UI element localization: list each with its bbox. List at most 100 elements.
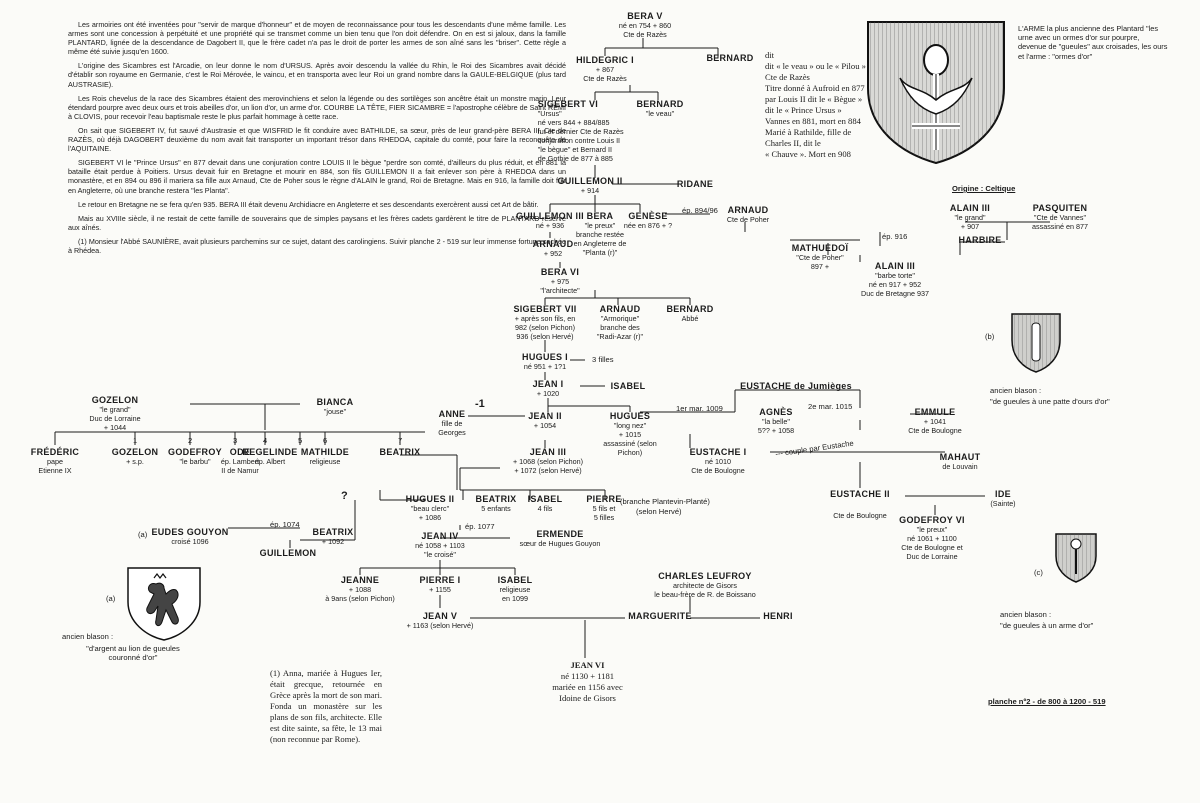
blazon-a-label: (a) [106, 594, 116, 603]
branch-plantevin-note: (branche Plantevin-Planté) [620, 497, 710, 506]
intro-paragraph: On sait que SIGEBERT IV, fut sauvé d'Aus… [68, 125, 566, 154]
lion-shield-icon [127, 567, 201, 641]
person-beatrix-right: BEATRIX [379, 447, 421, 457]
person-arnaud-lower: ARNAUD "Armorique" branche des "Radi-Aza… [596, 304, 644, 342]
person-pierre-mid: PIERRE 5 fils et 5 filles [586, 494, 622, 523]
three-daughters: 3 filles [592, 355, 614, 364]
child-num-4: 4 [263, 436, 268, 445]
child-num-5: 5 [298, 436, 303, 445]
footnote-marker: -1 [475, 398, 485, 410]
person-anne: ANNE fille de Georges [438, 409, 466, 438]
intro-paragraph: Les Rois chevelus de la race des Sicambr… [68, 93, 566, 121]
person-pierre-i: PIERRE I + 1155 [419, 575, 461, 595]
sword-shield-icon [1055, 533, 1097, 583]
person-eudes-gouyon: EUDES GOUYON croisé 1096 [151, 527, 229, 547]
person-bera-vi: BERA VI + 975 "l'architecte" [540, 267, 580, 296]
person-charles-leufroy: CHARLES LEUFROY architecte de Gisors le … [654, 571, 756, 600]
intro-paragraph: SIGEBERT VI le "Prince Ursus" en 877 dev… [68, 158, 566, 195]
person-harbire: HARBIRE [958, 235, 1002, 245]
marriage-1015: 2e mar. 1015 [808, 402, 853, 411]
blazon-b-label: (b) [985, 332, 995, 341]
blazon-b-caption: ancien blason : [990, 386, 1042, 395]
person-guillemon-ii: GUILLEMON II + 914 [557, 176, 623, 196]
person-beatrix-mid: BEATRIX 5 enfants [475, 494, 517, 514]
intro-paragraph: Mais au XVIIIe siècle, il ne restait de … [68, 213, 566, 232]
person-gozelon-junior: GOZELON + s.p. [111, 447, 159, 467]
blazon-a-motto: "d'argent au lion de gueules couronné d'… [86, 644, 180, 662]
person-godefroy-vi: GODEFROY VI "le preux" né 1061 + 1100 Ct… [899, 515, 965, 562]
person-godefroy-barbu: GODEFROY "le barbu" [168, 447, 222, 467]
person-hildegric: HILDEGRIC I + 867 Cte de Razès [576, 55, 634, 84]
plate-reference: planche nº2 - de 800 à 1200 - 519 [988, 697, 1106, 706]
person-mathilde: MATHILDE religieuse [300, 447, 350, 467]
bernard-description: dit dit « le veau » ou le « Pilou » Cte … [765, 50, 866, 159]
person-bera-preux: BERA "le preux" branche restée en Anglet… [573, 211, 627, 258]
plantard-arms-shield-icon [867, 21, 1005, 165]
blazon-a-ref: (a) [138, 530, 148, 539]
person-henri: HENRI [763, 611, 793, 621]
child-num-7: 7 [398, 436, 403, 445]
branch-herve-note: (selon Hervé) [636, 507, 682, 516]
person-eustache-jumieges: EUSTACHE de Jumièges [740, 381, 852, 391]
person-agnes: AGNÈS "la belle" 5?? + 1058 [757, 407, 795, 436]
marriage-916: ép. 916 [882, 232, 908, 241]
marriage-1074: ép. 1074 [270, 520, 300, 529]
person-isabel-low: ISABEL religieuse en 1099 [497, 575, 533, 604]
unknown-marker: ? [341, 490, 348, 502]
person-ermende: ERMENDE sœur de Hugues Gouyon [519, 529, 601, 549]
blazon-b-motto: "de gueules à une patte d'ours d'or" [990, 397, 1110, 406]
person-jean-i: JEAN I + 1020 [532, 379, 564, 399]
plantard-arms-description: L'ARME la plus ancienne des Plantard "le… [1018, 24, 1168, 61]
person-guillemon-iii: GUILLEMON III né + 936 [516, 211, 584, 231]
person-ide: IDE (Sainte) [990, 489, 1016, 509]
blazon-c-motto: "de gueules à un arme d'or" [1000, 621, 1094, 630]
blazon-a-caption: ancien blason : [62, 632, 114, 641]
person-bera-v: BERA V né en 754 + 860 Cte de Razès [618, 11, 672, 40]
person-emmule: EMMULE + 1041 Cte de Boulogne [908, 407, 962, 436]
person-sigebert-vi: SIGEBERT VI "Ursus" né vers 844 + 884/88… [537, 99, 624, 164]
intro-paragraph: Le retour en Bretagne ne se fera qu'en 9… [78, 199, 539, 209]
person-jean-iii: JEAN III + 1068 (selon Pichon) + 1072 (s… [512, 447, 584, 476]
person-ridane: RIDANE [676, 179, 714, 189]
blazon-c-caption: ancien blason : [1000, 610, 1052, 619]
intro-paragraph: (1) Monsieur l'Abbé SAUNIÈRE, avait plus… [68, 236, 566, 255]
person-alain-iii: ALAIN III "le grand" + 907 [949, 203, 991, 232]
person-bernard-top: BERNARD [706, 53, 754, 63]
person-bernard-mid: BERNARD "le veau" [636, 99, 684, 119]
person-hugues-ii: HUGUES II "beau clerc" + 1086 [405, 494, 455, 523]
person-mahaut: MAHAUT de Louvain [939, 452, 981, 472]
person-genese: GENÈSE née en 876 + ? [623, 211, 673, 231]
blazon-c-label: (c) [1034, 568, 1043, 577]
marriage-894: ép. 894/96 [682, 206, 718, 215]
person-bianca: BIANCA "jouse" [316, 397, 354, 417]
person-arnaud-952: ARNAUD + 952 [532, 239, 574, 259]
intro-text: Les armoiries ont été inventées pour "se… [68, 20, 566, 260]
child-num-3: 3 [233, 436, 238, 445]
person-jean-vi: JEAN VI né 1130 + 1181 mariée en 1156 av… [552, 660, 623, 703]
person-marguerite: MARGUERITE [628, 611, 692, 621]
marriage-1077: ép. 1077 [465, 522, 495, 531]
person-eustache-i: EUSTACHE I né 1010 Cte de Boulogne [689, 447, 747, 476]
child-num-2: 2 [188, 436, 193, 445]
person-eustache-ii: EUSTACHE II Cte de Boulogne [830, 489, 890, 521]
person-arnaud-poher: ARNAUD Cte de Poher [726, 205, 770, 225]
origin-celtique: Origine : Celtique [952, 184, 1016, 193]
person-jean-iv: JEAN IV né 1058 + 1103 "le croisé" [415, 531, 465, 560]
person-ode: ODE ép. Lambert II de Namur [220, 447, 260, 476]
person-alain-barbe-torte: ALAIN III "barbe torte" né en 917 + 952 … [861, 261, 929, 299]
person-hugues-i: HUGUES I né 951 + 1?1 [522, 352, 568, 372]
person-jeanne: JEANNE + 1088 à 9ans (selon Pichon) [325, 575, 395, 604]
person-gozelon: GOZELON "le grand" Duc de Lorraine + 104… [89, 395, 141, 433]
intro-paragraph: L'origine des Sicambres est l'Arcadie, o… [68, 61, 566, 89]
intro-paragraph: Les armoiries ont été inventées pour "se… [68, 20, 566, 57]
person-isabel-mid: ISABEL 4 fils [527, 494, 563, 514]
footnote-anna: (1) Anna, mariée à Hugues Ier, était gre… [270, 668, 382, 744]
person-isabel-top: ISABEL [610, 381, 646, 391]
person-regelinde: REGELINDE ép. Albert [242, 447, 298, 467]
person-beatrix-low: BEATRIX + 1092 [312, 527, 354, 547]
person-guillemon-low: GUILLEMON [259, 548, 317, 558]
person-jean-v: JEAN V + 1163 (selon Hervé) [406, 611, 474, 631]
person-mathuedoi: MATHUEDOÏ "Cte de Poher" 897 + [791, 243, 849, 272]
bear-paw-shield-icon [1011, 313, 1061, 373]
